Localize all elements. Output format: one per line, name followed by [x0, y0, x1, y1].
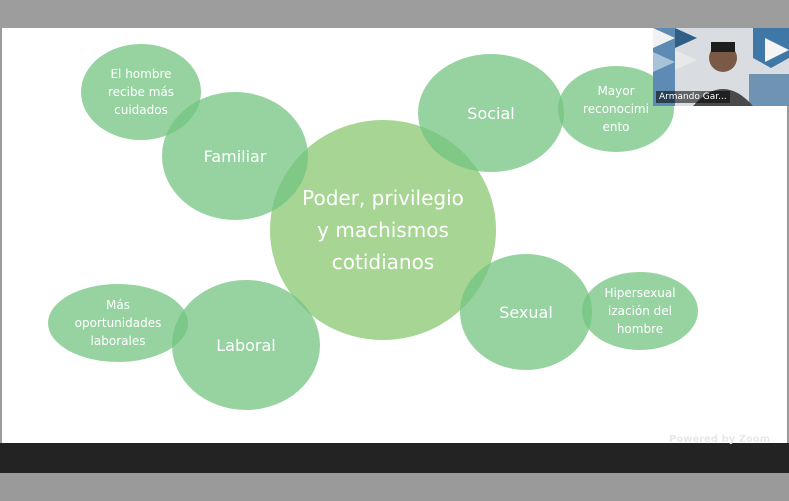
leaf-familiar-line-3: cuidados — [114, 103, 168, 117]
node-laboral-label: Laboral — [216, 335, 276, 355]
node-familiar-label: Familiar — [203, 146, 267, 166]
participant-video-tile[interactable]: Armando Gar... — [653, 28, 789, 106]
leaf-familiar-line-1: El hombre — [110, 67, 172, 81]
bottom-dark-strip — [0, 443, 789, 473]
leaf-familiar-line-2: recibe más — [107, 85, 175, 99]
node-social-label: Social — [467, 103, 515, 123]
leaf-laboral-line-3: laborales — [90, 334, 146, 348]
leaf-bubble-laboral: Más oportunidades laborales — [48, 284, 188, 362]
leaf-sexual-line-2: ización del — [607, 304, 672, 318]
leaf-laboral-line-2: oportunidades — [74, 316, 162, 330]
window-top-bar — [0, 0, 789, 28]
node-sexual-label: Sexual — [499, 302, 553, 322]
leaf-social-line-1: Mayor — [597, 84, 635, 98]
leaf-sexual-line-3: hombre — [616, 322, 664, 336]
center-line-1: Poder, privilegio — [302, 186, 464, 210]
leaf-social-line-2: reconocimi — [583, 102, 649, 116]
node-bubble-sexual: Sexual — [460, 254, 592, 370]
center-line-2: y machismos — [317, 218, 449, 242]
participant-name-label: Armando Gar... — [656, 91, 730, 103]
leaf-bubble-sexual: Hipersexual ización del hombre — [582, 272, 698, 350]
leaf-sexual-line-1: Hipersexual — [604, 286, 676, 300]
leaf-social-line-3: ento — [602, 120, 630, 134]
node-bubble-familiar: Familiar — [162, 92, 308, 220]
footer-bar — [0, 473, 789, 501]
zoom-watermark: Powered by Zoom — [669, 434, 771, 445]
leaf-laboral-line-1: Más — [106, 298, 130, 312]
center-line-3: cotidianos — [331, 250, 435, 274]
node-bubble-social: Social — [418, 54, 564, 172]
node-bubble-laboral: Laboral — [172, 280, 320, 410]
